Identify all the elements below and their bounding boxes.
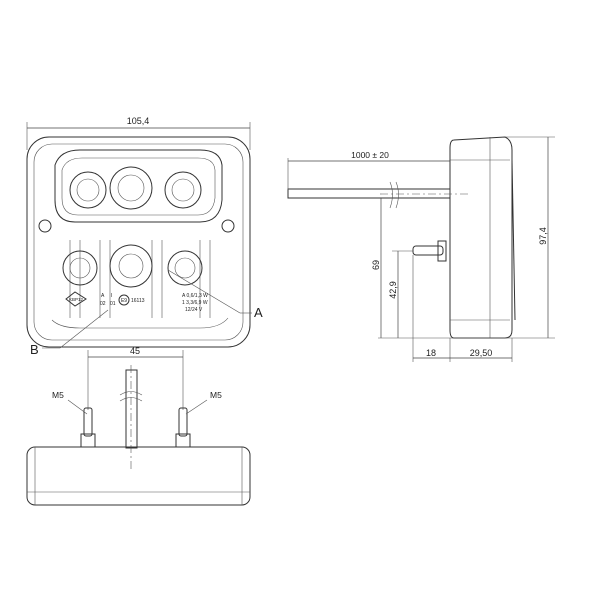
label-text: 01 (110, 301, 116, 307)
lamp-top-left (69, 171, 107, 209)
stud-right (178, 407, 188, 437)
width-dimension: 105,4 (127, 116, 150, 126)
label-text: A (101, 293, 105, 299)
side-housing (449, 136, 513, 339)
side-view: 1000 ± 20 69 42,9 97,4 18 29,50 (287, 136, 555, 362)
stud-label-right: M5 (210, 390, 222, 400)
label-text: I (111, 293, 112, 299)
housing-outline (26, 136, 251, 348)
cable-side (287, 188, 451, 199)
stud-nut (437, 240, 447, 262)
dimension-18: 18 (426, 348, 436, 358)
label-panel: KBP12 A 02 I 01 E9 16113 A 0,6/1,3 W 1 3… (65, 291, 208, 313)
spec-text: 1 3,3/6,9 W (182, 300, 208, 306)
lamp-bottom-center (109, 244, 153, 288)
dimension-97-4: 97,4 (538, 227, 548, 245)
callout-b: B (30, 342, 39, 357)
cable-bottom (125, 369, 138, 449)
lamp-top-center (109, 166, 153, 210)
stud-spacing-dimension: 45 (130, 346, 140, 356)
mounting-hole-left (38, 219, 52, 233)
logo-text: KBP12 (69, 297, 84, 302)
stud-left (83, 407, 93, 437)
bottom-housing (26, 446, 251, 506)
stud-side (412, 245, 444, 256)
callout-a: A (254, 305, 263, 320)
front-view: 105,4 KBP12 A 02 I 01 (26, 116, 263, 357)
dimension-69: 69 (371, 260, 381, 270)
label-text: 02 (100, 301, 106, 307)
cable-length-dimension: 1000 ± 20 (351, 150, 389, 160)
lamp-bottom-left (62, 250, 98, 286)
lamp-bottom-right (167, 250, 203, 286)
dimension-29-50: 29,50 (470, 348, 493, 358)
spec-text: 12/24 V (185, 307, 203, 313)
bottom-view: 45 M5 M5 (26, 346, 251, 506)
lamp-top-right (164, 171, 202, 209)
upper-lamp-section (54, 149, 223, 223)
dimension-42-9: 42,9 (388, 281, 398, 299)
e-mark: E9 (121, 298, 127, 304)
mounting-hole-right (221, 219, 235, 233)
stud-label-left: M5 (52, 390, 64, 400)
spec-text: A 0,6/1,3 W (182, 293, 208, 299)
approval-number: 16113 (131, 298, 145, 304)
